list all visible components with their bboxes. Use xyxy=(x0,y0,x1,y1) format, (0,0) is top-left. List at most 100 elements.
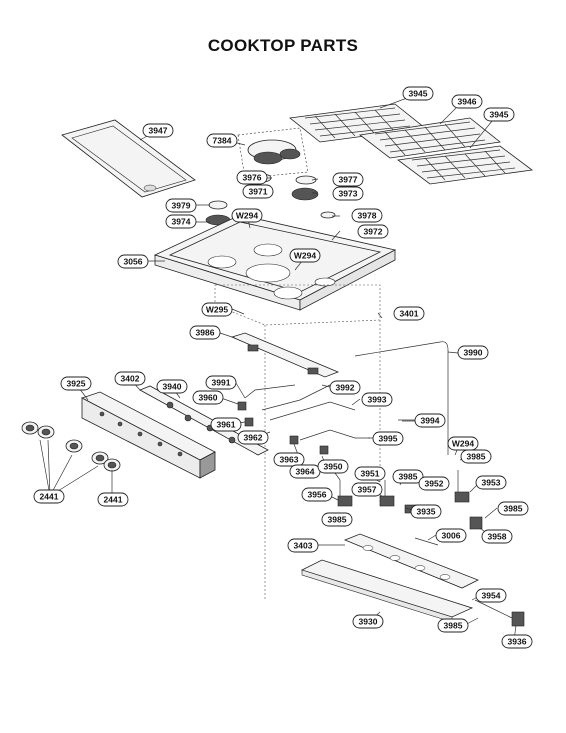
svg-text:W294: W294 xyxy=(236,211,258,221)
grate-right xyxy=(396,145,534,185)
callout-3961: 3961 xyxy=(210,417,242,432)
svg-text:3951: 3951 xyxy=(361,469,380,479)
callout-3940: 3940 xyxy=(156,379,188,394)
svg-text:3962: 3962 xyxy=(244,433,263,443)
valve-3961 xyxy=(244,417,254,427)
svg-text:W295: W295 xyxy=(206,305,228,315)
svg-text:3961: 3961 xyxy=(217,420,236,430)
svg-text:3958: 3958 xyxy=(488,532,507,542)
callout-3972: 3972 xyxy=(357,224,389,239)
svg-text:3940: 3940 xyxy=(163,382,182,392)
callout-3985d: 3985 xyxy=(497,501,529,516)
svg-text:3925: 3925 xyxy=(67,379,86,389)
svg-text:3960: 3960 xyxy=(199,393,218,403)
callout-3953: 3953 xyxy=(475,475,507,490)
callout-3979: 3979 xyxy=(165,198,197,213)
igniter-3958 xyxy=(469,516,483,530)
svg-text:3957: 3957 xyxy=(358,485,377,495)
svg-text:3963: 3963 xyxy=(280,455,299,465)
callout-2441b: 2441 xyxy=(97,492,129,507)
tube-3991 xyxy=(244,384,296,399)
svg-text:3993: 3993 xyxy=(368,395,387,405)
callout-3954: 3954 xyxy=(475,588,507,603)
callout-3958: 3958 xyxy=(481,529,513,544)
callout-w294a: W294 xyxy=(231,208,263,223)
svg-text:3954: 3954 xyxy=(482,591,501,601)
gas-supply-tube xyxy=(354,341,449,455)
svg-text:3056: 3056 xyxy=(124,257,143,267)
callout-3971: 3971 xyxy=(242,184,274,199)
svg-text:3945: 3945 xyxy=(490,110,509,120)
callout-3956: 3956 xyxy=(301,487,333,502)
valve-rail xyxy=(139,385,269,456)
svg-text:3947: 3947 xyxy=(149,126,168,136)
svg-text:3401: 3401 xyxy=(400,309,419,319)
svg-text:2441: 2441 xyxy=(40,492,59,502)
svg-text:W294: W294 xyxy=(294,251,316,261)
callout-3962: 3962 xyxy=(237,430,269,445)
griddle-plate xyxy=(61,119,196,198)
svg-text:3991: 3991 xyxy=(212,378,231,388)
svg-text:W294: W294 xyxy=(452,439,474,449)
valve-3964 xyxy=(319,445,329,455)
igniter-3936 xyxy=(474,599,525,627)
callout-3985c: 3985 xyxy=(321,512,353,527)
svg-text:3402: 3402 xyxy=(121,374,140,384)
svg-text:3971: 3971 xyxy=(249,187,268,197)
callout-3006: 3006 xyxy=(435,528,467,543)
svg-text:3985: 3985 xyxy=(467,452,486,462)
svg-text:3945: 3945 xyxy=(409,89,428,99)
svg-text:3986: 3986 xyxy=(196,328,215,338)
callout-2441a: 2441 xyxy=(33,489,65,504)
svg-text:3935: 3935 xyxy=(417,507,436,517)
svg-text:3979: 3979 xyxy=(172,201,191,211)
callout-3985e: 3985 xyxy=(437,618,469,633)
svg-text:3977: 3977 xyxy=(339,175,358,185)
svg-text:3952: 3952 xyxy=(425,479,444,489)
svg-text:7384: 7384 xyxy=(213,136,232,146)
callout-3992: 3992 xyxy=(329,380,361,395)
control-panel xyxy=(80,391,216,479)
svg-text:3946: 3946 xyxy=(458,97,477,107)
callout-3995: 3995 xyxy=(372,431,404,446)
callout-w294c: W294 xyxy=(447,436,479,451)
svg-text:3995: 3995 xyxy=(379,434,398,444)
burner-box-3403 xyxy=(343,533,479,589)
callout-3952: 3952 xyxy=(418,476,450,491)
control-knobs xyxy=(21,421,121,472)
svg-text:3964: 3964 xyxy=(296,467,315,477)
svg-text:3985: 3985 xyxy=(444,621,463,631)
svg-text:3956: 3956 xyxy=(308,490,327,500)
valve-3963 xyxy=(289,435,299,445)
manifold-bracket xyxy=(230,332,340,378)
callout-3978: 3978 xyxy=(351,208,383,223)
callout-3925: 3925 xyxy=(60,376,92,391)
igniter-3957 xyxy=(379,480,395,507)
svg-text:3403: 3403 xyxy=(294,541,313,551)
igniter-3956 xyxy=(337,480,353,507)
cooktop-main-top xyxy=(153,214,397,311)
callout-w295: W295 xyxy=(201,302,233,317)
svg-text:3950: 3950 xyxy=(324,462,343,472)
valve-3960 xyxy=(237,401,247,411)
svg-text:3930: 3930 xyxy=(359,617,378,627)
callout-3936: 3936 xyxy=(501,634,533,649)
callout-3991: 3991 xyxy=(205,375,237,390)
callout-3951: 3951 xyxy=(354,466,386,481)
callout-3974: 3974 xyxy=(165,214,197,229)
callout-3950: 3950 xyxy=(317,459,349,474)
callout-3973: 3973 xyxy=(332,186,364,201)
callout-3964: 3964 xyxy=(289,464,321,479)
callout-7384: 7384 xyxy=(206,133,238,148)
svg-text:3973: 3973 xyxy=(339,189,358,199)
svg-text:3936: 3936 xyxy=(508,637,527,647)
svg-text:3985: 3985 xyxy=(399,472,418,482)
burner-cap-large xyxy=(295,175,317,185)
svg-text:3976: 3976 xyxy=(243,173,262,183)
callout-3403: 3403 xyxy=(287,538,319,553)
burner-cap-box xyxy=(237,127,309,179)
callout-3986: 3986 xyxy=(189,325,221,340)
svg-text:2441: 2441 xyxy=(104,495,123,505)
callout-3930: 3930 xyxy=(352,614,384,629)
